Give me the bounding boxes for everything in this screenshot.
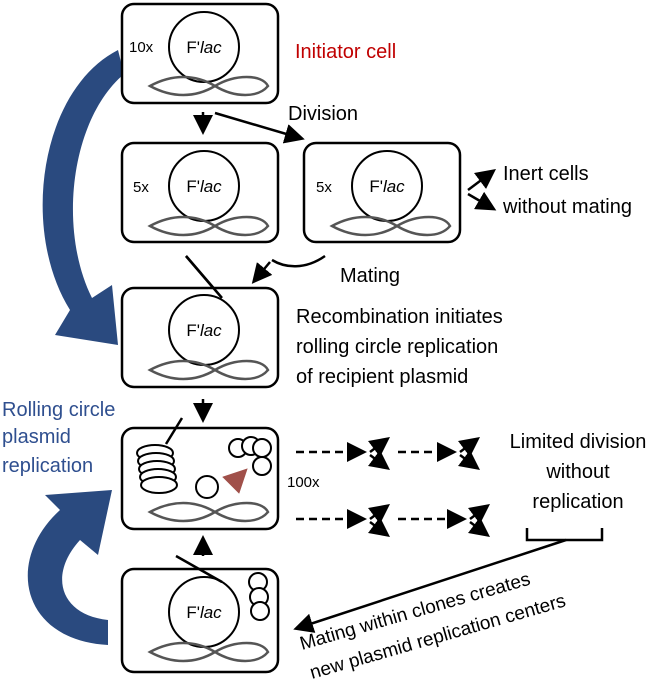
pilus-recipient-top: [185, 255, 223, 299]
recipient-cell: [120, 286, 280, 389]
split-bottom-1-down: [368, 517, 390, 537]
new-center-plasmid-label: F'lac: [186, 603, 222, 622]
split-top-2-up: [458, 437, 480, 457]
replicating-cell: [120, 417, 280, 531]
initiator-plasmid-label: F'lac: [186, 38, 222, 57]
recipient-plasmid-label: F'lac: [186, 321, 222, 340]
recombination-label-line1: Recombination initiates: [296, 306, 503, 328]
initiator-cell-label: Initiator cell: [295, 41, 396, 63]
rolling-label-line2: plasmid: [2, 426, 71, 448]
inert-label-line2: without mating: [502, 196, 632, 218]
limited-label-line1: Limited division: [510, 431, 647, 453]
inert-label-line1: Inert cells: [503, 163, 589, 185]
daughter-right-plasmid-label: F'lac: [369, 177, 405, 196]
split-top-1-up: [368, 437, 390, 457]
daughter-cell-left: [120, 141, 280, 244]
mating-label: Mating: [340, 265, 400, 287]
daughter-left-copy-count: 5x: [133, 179, 149, 196]
mating-arrow: [251, 261, 273, 284]
clone-bracket: [525, 528, 604, 542]
recombination-label-line2: rolling circle replication: [296, 336, 498, 358]
division-arrow-right: [214, 111, 305, 144]
new-center-cell: [120, 567, 280, 674]
rolling-circle-coil: [136, 444, 178, 494]
split-top-2-down: [458, 450, 480, 470]
daughter-left-plasmid-label: F'lac: [186, 177, 222, 196]
mating-curve: [271, 254, 326, 268]
pilus-new-center: [175, 554, 223, 584]
pilus-replicating: [164, 417, 184, 445]
rolling-label-line3: replication: [2, 455, 93, 477]
brown-arrow: [222, 468, 248, 494]
recombination-label-line3: of recipient plasmid: [296, 366, 468, 388]
mating-within-clones-arrow: [293, 538, 567, 633]
curved-arrow-top-left: [42, 50, 124, 345]
split-bottom-2-down: [468, 517, 490, 537]
rolling-label-line1: Rolling circle: [2, 399, 115, 421]
inert-arrow-down: [467, 191, 497, 211]
initiator-copy-count: 10x: [129, 39, 154, 56]
division-label: Division: [288, 103, 358, 125]
split-bottom-1-up: [368, 504, 390, 524]
limited-label-line3: replication: [532, 491, 623, 513]
curved-arrow-bottom-left: [27, 490, 112, 645]
split-bottom-2-up: [468, 504, 490, 524]
daughter-cell-right: [302, 141, 462, 244]
limited-label-line2: without: [545, 461, 610, 483]
inert-arrow-up: [467, 169, 496, 191]
split-top-1-down: [368, 450, 390, 470]
initiator-cell: [120, 2, 280, 105]
daughter-right-copy-count: 5x: [316, 179, 332, 196]
replicating-copy-count: 100x: [287, 474, 320, 491]
